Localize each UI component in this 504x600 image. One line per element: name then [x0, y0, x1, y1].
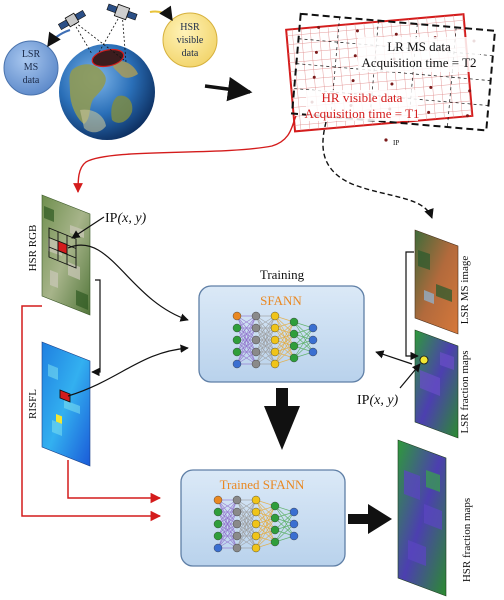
ip-left-label: IP(x, y)	[105, 211, 147, 226]
lr-ms-title: LR MS data	[387, 39, 451, 54]
rgb-to-sfann-arrow	[67, 244, 189, 322]
risfl-label: RISFL	[27, 389, 39, 419]
sfann-box: SFANN	[198, 285, 365, 383]
to-registration-arrow	[204, 76, 253, 102]
satellite-icon	[106, 3, 138, 21]
hr-visible-title: HR visible data	[322, 90, 403, 105]
ip-marker	[419, 355, 429, 365]
risfl-to-trained-arrow	[67, 460, 162, 504]
rgb-to-risfl-arrow	[91, 279, 101, 377]
trained-sfann-box: Trained SFANN	[180, 469, 346, 567]
fraction-to-sfann-arrow	[375, 350, 413, 365]
registration-diagram: LR MS data Acquisition time = T2 HR visi…	[285, 12, 497, 147]
neural-network-icon	[213, 495, 299, 553]
hsr-rgb-image	[41, 194, 91, 316]
earth-globe-icon	[59, 44, 155, 140]
ip-right-pointer	[399, 363, 421, 389]
neural-network-icon	[232, 311, 318, 369]
lsr-ms-image-label: LSR MS image	[459, 256, 471, 325]
hsr-bubble-line-2: visible	[177, 35, 204, 46]
training-heading: Training	[260, 267, 305, 282]
ip-right-label: IP(x, y)	[357, 393, 399, 408]
trained-sfann-title: Trained SFANN	[220, 477, 305, 492]
training-to-trained-arrow	[264, 388, 300, 450]
trained-to-hsr-fraction-arrow	[348, 504, 392, 534]
hsr-rgb-label: HSR RGB	[27, 225, 39, 272]
hsr-bubble-line-3: data	[182, 48, 199, 59]
ip-point	[384, 138, 388, 142]
lsr-fraction-maps-label: LSR fraction maps	[459, 350, 471, 433]
hsr-fraction-maps-image	[397, 439, 447, 597]
lsr-downlink-arrow	[47, 29, 71, 48]
lsr-bubble-line-1: LSR	[22, 49, 41, 60]
risfl-image	[41, 341, 91, 467]
lr-to-lsr-ms-arrow	[322, 121, 434, 219]
lsr-bubble-line-2: MS	[24, 62, 38, 73]
satellite-icon	[57, 9, 87, 31]
hsr-visible-data-bubble: HSR visible data	[162, 12, 218, 68]
hr-visible-acquisition: Acquisition time = T1	[304, 106, 419, 121]
footprint-area	[91, 48, 125, 68]
ip-label-small: IP	[393, 139, 399, 147]
hsr-downlink-arrow	[149, 5, 173, 22]
lsr-fraction-maps-image	[414, 329, 459, 439]
ms-to-fraction-arrow	[405, 251, 419, 361]
lsr-ms-data-bubble: LSR MS data	[3, 40, 59, 96]
satellite-scene: LSR MS data HSR visible data	[3, 3, 218, 140]
rgb-to-trained-arrow	[21, 305, 162, 522]
lsr-bubble-line-3: data	[23, 75, 40, 86]
hr-to-hsr-rgb-arrow	[73, 115, 297, 193]
lr-ms-acquisition: Acquisition time = T2	[361, 55, 476, 70]
sfann-title: SFANN	[260, 293, 302, 308]
risfl-to-sfann-arrow	[67, 344, 189, 397]
lsr-ms-image	[414, 229, 459, 335]
sensing-beams	[71, 11, 127, 63]
hsr-fraction-maps-label: HSR fraction maps	[461, 498, 473, 582]
ip-left-pointer	[71, 216, 105, 239]
hsr-bubble-line-1: HSR	[180, 22, 200, 33]
